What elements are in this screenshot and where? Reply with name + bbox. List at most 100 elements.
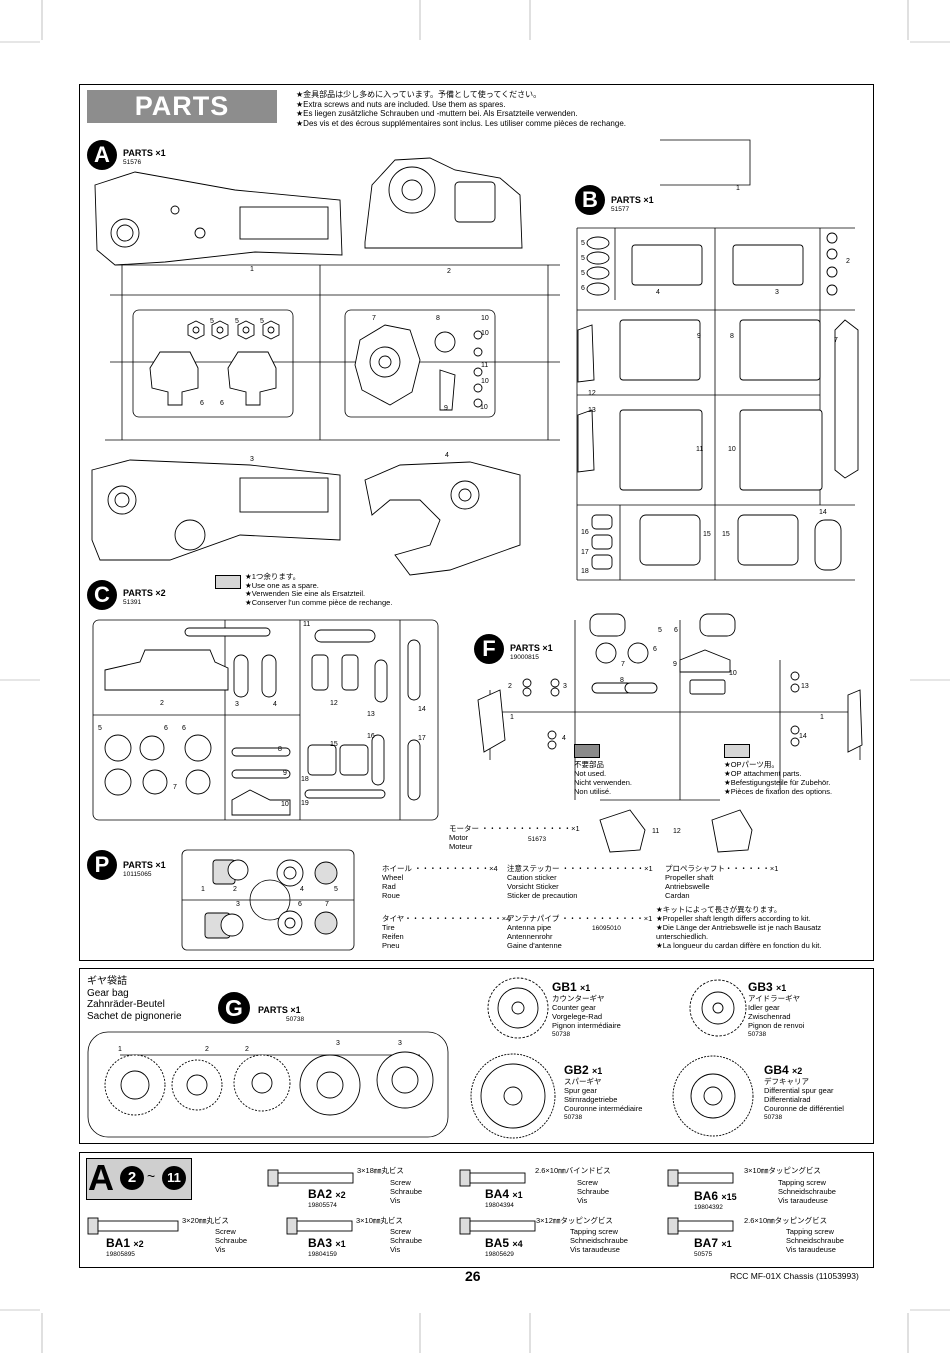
b-num-15a: 15 — [703, 531, 711, 538]
a-num-10c: 10 — [481, 378, 489, 385]
gb1-code: 50738 — [552, 1031, 571, 1038]
tree-c-code: 51391 — [123, 599, 142, 606]
c-num-4: 4 — [273, 701, 277, 708]
a-num-9: 9 — [444, 405, 448, 412]
f-num-3: 3 — [563, 683, 567, 690]
gb4-jp: デフキャリア — [764, 1077, 809, 1086]
not-used-fr: Non utilisé. — [574, 787, 612, 796]
antenna-code: 16095010 — [592, 925, 621, 932]
screws-drawing — [87, 1169, 734, 1235]
a2-gearbox-drawing — [364, 157, 523, 249]
tree-f-badge: F — [474, 634, 504, 664]
gb3-id: GB3 — [748, 980, 773, 994]
tree-a-badge: A — [87, 140, 117, 170]
tree-b-code: 51577 — [611, 206, 630, 213]
a-num-5b: 5 — [235, 318, 239, 325]
ba1-desc: Screw Schraube Vis — [215, 1227, 247, 1254]
spare-note-en: ★Use one as a spare. — [245, 580, 319, 590]
tree-b-qty: ×1 — [643, 195, 654, 205]
b-num-2: 2 — [846, 258, 850, 265]
gb4-id: GB4 — [764, 1063, 789, 1077]
gb2-en: Spur gear — [564, 1086, 597, 1095]
ba1-jp: 3×20㎜丸ビス — [182, 1216, 229, 1225]
p-num-7: 7 — [325, 901, 329, 908]
gb1-jp: カウンターギヤ — [552, 994, 605, 1003]
tree-a-runners — [105, 264, 560, 441]
gb3-jp: アイドラーギヤ — [748, 994, 801, 1003]
ba5-en: Tapping screw — [570, 1227, 618, 1236]
ba7-jp: 2.6×10㎜タッピングビス — [744, 1216, 828, 1225]
b-num-15b: 15 — [722, 531, 730, 538]
not-used-swatch — [574, 744, 600, 758]
not-used-de: Nicht verwenden. — [574, 778, 632, 787]
gb2-qty: ×1 — [592, 1066, 603, 1076]
c-num-8: 8 — [278, 746, 282, 753]
parts-title: PARTS — [87, 90, 277, 123]
note-jp: ★金具部品は少し多めに入っています。予備として使ってください。 — [296, 90, 542, 99]
b-num-4: 4 — [656, 289, 660, 296]
ba1-fr: Vis — [215, 1245, 226, 1254]
f-num-4: 4 — [562, 735, 566, 742]
tire-fr: Pneu — [382, 941, 400, 950]
gb4-qty: ×2 — [792, 1066, 803, 1076]
a4-housing-drawing — [364, 461, 521, 576]
tire-en: Tire — [382, 923, 395, 932]
a-num-4: 4 — [445, 452, 449, 459]
tree-a-label: PARTS ×1 — [123, 148, 166, 158]
extra-screws-notes: ★金具部品は少し多めに入っています。予備として使ってください。 ★Extra s… — [296, 90, 776, 128]
ba7-qty: ×1 — [721, 1239, 732, 1249]
f-num-6a: 6 — [674, 627, 678, 634]
ba6-jp: 3×10㎜タッピングビス — [744, 1166, 821, 1175]
tree-g-runners — [87, 1031, 449, 1138]
propeller-fr: Cardan — [665, 891, 690, 900]
not-used-note: 不要部品 Not used. Nicht verwenden. Non util… — [574, 760, 632, 796]
ba6-id: BA6 ×15 — [694, 1189, 737, 1203]
ba1-de: Schraube — [215, 1236, 248, 1245]
motor-de: Moteur — [449, 842, 473, 851]
a-num-2: 2 — [447, 268, 451, 275]
propeller-notes: ★キットによって長さが異なります。 ★Propeller shaft lengt… — [656, 905, 870, 950]
step-sep: ~ — [147, 1168, 156, 1184]
f-num-7: 7 — [621, 661, 625, 668]
ba4-qty: ×1 — [512, 1190, 523, 1200]
tree-g-label: PARTS ×1 — [258, 1005, 301, 1015]
ba6-code: 19804392 — [694, 1204, 723, 1211]
gb1-qty: ×1 — [580, 983, 591, 993]
wheel-en: Wheel — [382, 873, 404, 882]
ba1-id-text: BA1 — [106, 1236, 131, 1250]
caution-jp: 注意ステッカー ・・・・・・・・・・・×1 — [507, 864, 653, 873]
gb2-fr: Couronne intermédiaire — [564, 1104, 643, 1113]
tree-b-badge: B — [575, 185, 605, 215]
tree-p-label: PARTS ×1 — [123, 860, 166, 870]
a10-collars-drawing — [473, 330, 483, 408]
antenna-label: アンテナパイプ ・・・・・・・・・・・×1 Antenna pipe Anten… — [507, 914, 652, 950]
propeller-en: Propeller shaft — [665, 873, 714, 882]
op-note: ★OPパーツ用。 ★OP attachment parts. ★Befestig… — [724, 760, 832, 796]
c-num-6a: 6 — [164, 725, 168, 732]
ba2-code: 19805574 — [308, 1202, 337, 1209]
b-num-16: 16 — [581, 529, 589, 536]
op-swatch — [724, 744, 750, 758]
ba2-fr: Vis — [390, 1196, 401, 1205]
gear-gb3: GB3 ×1 アイドラーギヤ Idler gear Zwischenrad Pi… — [748, 980, 804, 1039]
caution-de: Vorsicht Sticker — [507, 882, 559, 891]
op-note-en: ★OP attachment parts. — [724, 769, 802, 778]
b-num-7: 7 — [834, 337, 838, 344]
ba4-id-text: BA4 — [485, 1187, 510, 1201]
parts-frame — [79, 84, 874, 961]
a-num-1: 1 — [250, 266, 254, 273]
ba4-jp: 2.6×10㎜バインドビス — [535, 1166, 611, 1175]
op-note-fr: ★Pièces de fixation des options. — [724, 787, 833, 796]
p-num-1: 1 — [201, 886, 205, 893]
g-num-1: 1 — [118, 1046, 122, 1053]
c-num-19: 19 — [301, 800, 309, 807]
tree-p-runners — [181, 849, 355, 951]
a-num-6b: 6 — [220, 400, 224, 407]
b-num-5a: 5 — [581, 240, 585, 247]
gb-gears-drawing — [470, 977, 754, 1139]
ba2-id: BA2 ×2 — [308, 1187, 346, 1201]
tree-a-qty: ×1 — [155, 148, 166, 158]
gb2-code: 50738 — [564, 1114, 583, 1121]
gb4-de: Differentialrad — [764, 1095, 811, 1104]
tree-c-label: PARTS ×2 — [123, 588, 166, 598]
